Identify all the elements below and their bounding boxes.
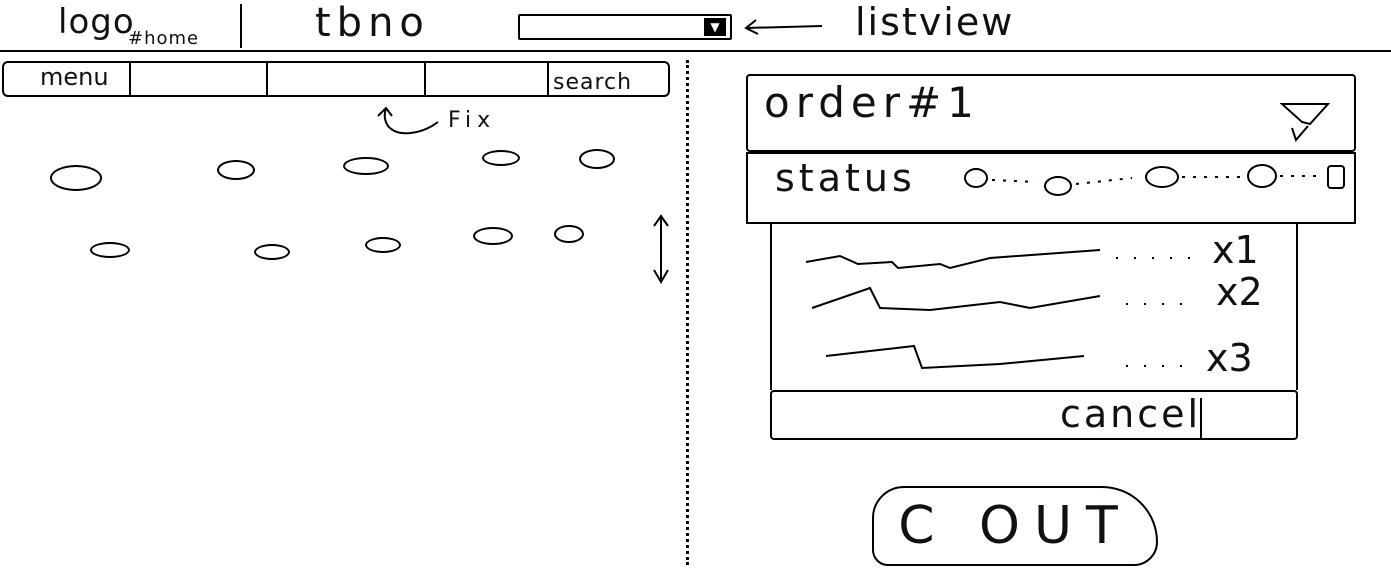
filter-icon[interactable] — [1280, 100, 1332, 146]
vertical-scroll-icon[interactable] — [650, 212, 672, 286]
table-item[interactable] — [482, 150, 520, 166]
menu-bar — [2, 61, 670, 97]
status-step — [1247, 164, 1277, 188]
header-rule — [0, 50, 1391, 52]
dropdown-arrow-icon[interactable]: ▼ — [704, 18, 726, 36]
item-quantity: x2 — [1216, 270, 1263, 314]
table-item[interactable] — [90, 242, 130, 258]
status-progress-tracker — [964, 164, 1345, 196]
listview-dropdown[interactable]: ▼ — [518, 14, 732, 40]
order-item-scribbles — [805, 249, 1196, 370]
status-row — [746, 152, 1356, 224]
status-label: status — [775, 156, 916, 200]
table-item[interactable] — [254, 244, 290, 260]
menu-separator — [129, 63, 131, 97]
item-name-scribble — [825, 344, 1085, 370]
table-item[interactable] — [343, 157, 389, 175]
tbno-label: tbno — [315, 0, 430, 46]
order-header — [746, 74, 1356, 152]
table-item[interactable] — [554, 225, 584, 243]
item-quantity: x1 — [1212, 228, 1259, 272]
item-name-scribble — [805, 249, 1101, 270]
listview-label: listview — [855, 0, 1015, 44]
menu-separator — [424, 63, 426, 97]
panel-divider — [686, 60, 689, 565]
table-item[interactable] — [473, 227, 513, 245]
menu-separator — [266, 63, 268, 97]
cancel-cursor — [1200, 398, 1202, 438]
item-name-scribble — [811, 286, 1101, 312]
logo[interactable]: logo — [58, 2, 135, 42]
table-item[interactable] — [217, 160, 255, 180]
table-item[interactable] — [579, 149, 615, 169]
status-step — [1145, 166, 1179, 188]
checkout-button[interactable]: C OUT — [872, 486, 1158, 566]
checkout-label: C OUT — [898, 496, 1132, 556]
search-button[interactable]: search — [553, 70, 633, 95]
table-item[interactable] — [50, 165, 102, 191]
item-quantity: x3 — [1206, 336, 1253, 380]
menu-button[interactable]: menu — [40, 63, 109, 91]
fix-annotation: Fix — [448, 108, 497, 133]
status-step — [1044, 176, 1072, 196]
home-link[interactable]: #home — [128, 28, 200, 49]
cancel-row — [770, 390, 1298, 440]
order-items-list — [770, 224, 1298, 390]
status-step — [1327, 165, 1345, 189]
menu-separator — [547, 63, 549, 97]
header-divider — [240, 4, 242, 48]
order-title: order#1 — [764, 78, 980, 127]
curved-arrow-icon — [377, 106, 439, 135]
cancel-button[interactable]: cancel — [1060, 392, 1202, 436]
table-item[interactable] — [365, 237, 401, 253]
arrow-left-icon — [744, 19, 823, 35]
status-step — [964, 168, 988, 188]
